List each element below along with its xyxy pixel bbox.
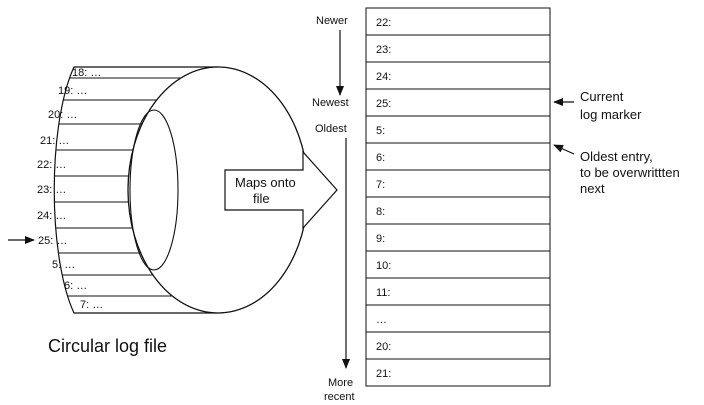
oldest-entry-arrow xyxy=(553,144,575,155)
file-row xyxy=(365,358,551,387)
oldest-entry-label-2: to be overwrittten xyxy=(580,165,680,180)
label-newer: Newer xyxy=(316,15,348,27)
label-oldest: Oldest xyxy=(315,123,347,135)
file-row-label: 25: xyxy=(376,98,391,110)
current-marker-label: Current xyxy=(580,89,624,104)
ring-caption: Circular log file xyxy=(48,336,167,356)
file-row-label: 20: xyxy=(376,341,391,353)
file-row-label: 22: xyxy=(376,17,391,29)
maps-onto-arrow: Maps onto file xyxy=(224,150,338,230)
file-row xyxy=(365,88,551,117)
maps-onto-label: Maps onto xyxy=(235,175,296,190)
file-row xyxy=(365,331,551,360)
oldest-entry-label-3: next xyxy=(580,181,605,196)
oldest-entry-label: Oldest entry, xyxy=(580,149,653,164)
ring-entry: 25: … xyxy=(38,235,67,247)
file-row-label: 6: xyxy=(376,152,385,164)
file-row xyxy=(365,250,551,279)
file-row-label: 5: xyxy=(376,125,385,137)
file-row xyxy=(365,223,551,252)
file-row xyxy=(365,169,551,198)
file-row-label: 10: xyxy=(376,260,391,272)
file-row xyxy=(365,7,551,36)
file-row xyxy=(365,61,551,90)
file-row-label: 9: xyxy=(376,233,385,245)
file-row-label: 8: xyxy=(376,206,385,218)
maps-onto-label-file: file xyxy=(253,191,270,206)
file-row xyxy=(365,277,551,306)
file-row xyxy=(365,34,551,63)
file-row-label: … xyxy=(376,314,387,326)
label-more-recent-2: recent xyxy=(324,391,355,403)
ring-entry: 19: … xyxy=(58,85,87,97)
log-file: 22: 23: 24: 25: 5: 6: 7: 8: 9: 10: 11: …… xyxy=(365,7,551,387)
file-row xyxy=(365,304,551,333)
file-row-label: 24: xyxy=(376,71,391,83)
annotations: Current log marker Oldest entry, to be o… xyxy=(553,89,680,196)
file-row-label: 23: xyxy=(376,44,391,56)
ring-entry: 5: … xyxy=(52,259,75,271)
ring-entry: 18: … xyxy=(72,67,101,79)
ring-entry: 24: … xyxy=(37,210,66,222)
file-row-label: 21: xyxy=(376,368,391,380)
ring-entry: 22: … xyxy=(37,159,66,171)
ring-entry: 21: … xyxy=(40,135,69,147)
time-axis: Newer Newest Oldest More recent xyxy=(312,15,355,403)
ring-entry: 6: … xyxy=(64,280,87,292)
file-row xyxy=(365,115,551,144)
ring: 18: … 19: … 20: … 21: … 22: … 23: … 24: … xyxy=(8,66,309,356)
label-newest: Newest xyxy=(312,97,349,109)
current-marker-label-2: log marker xyxy=(580,107,642,122)
ring-entry: 7: … xyxy=(80,299,103,311)
ring-inner-hole xyxy=(129,109,179,271)
file-row-label: 11: xyxy=(376,287,390,299)
label-more-recent: More xyxy=(328,377,353,389)
file-row xyxy=(365,196,551,225)
file-row-label: 7: xyxy=(376,179,385,191)
file-row xyxy=(365,142,551,171)
ring-entry: 23: … xyxy=(37,184,66,196)
ring-entry: 20: … xyxy=(48,109,77,121)
